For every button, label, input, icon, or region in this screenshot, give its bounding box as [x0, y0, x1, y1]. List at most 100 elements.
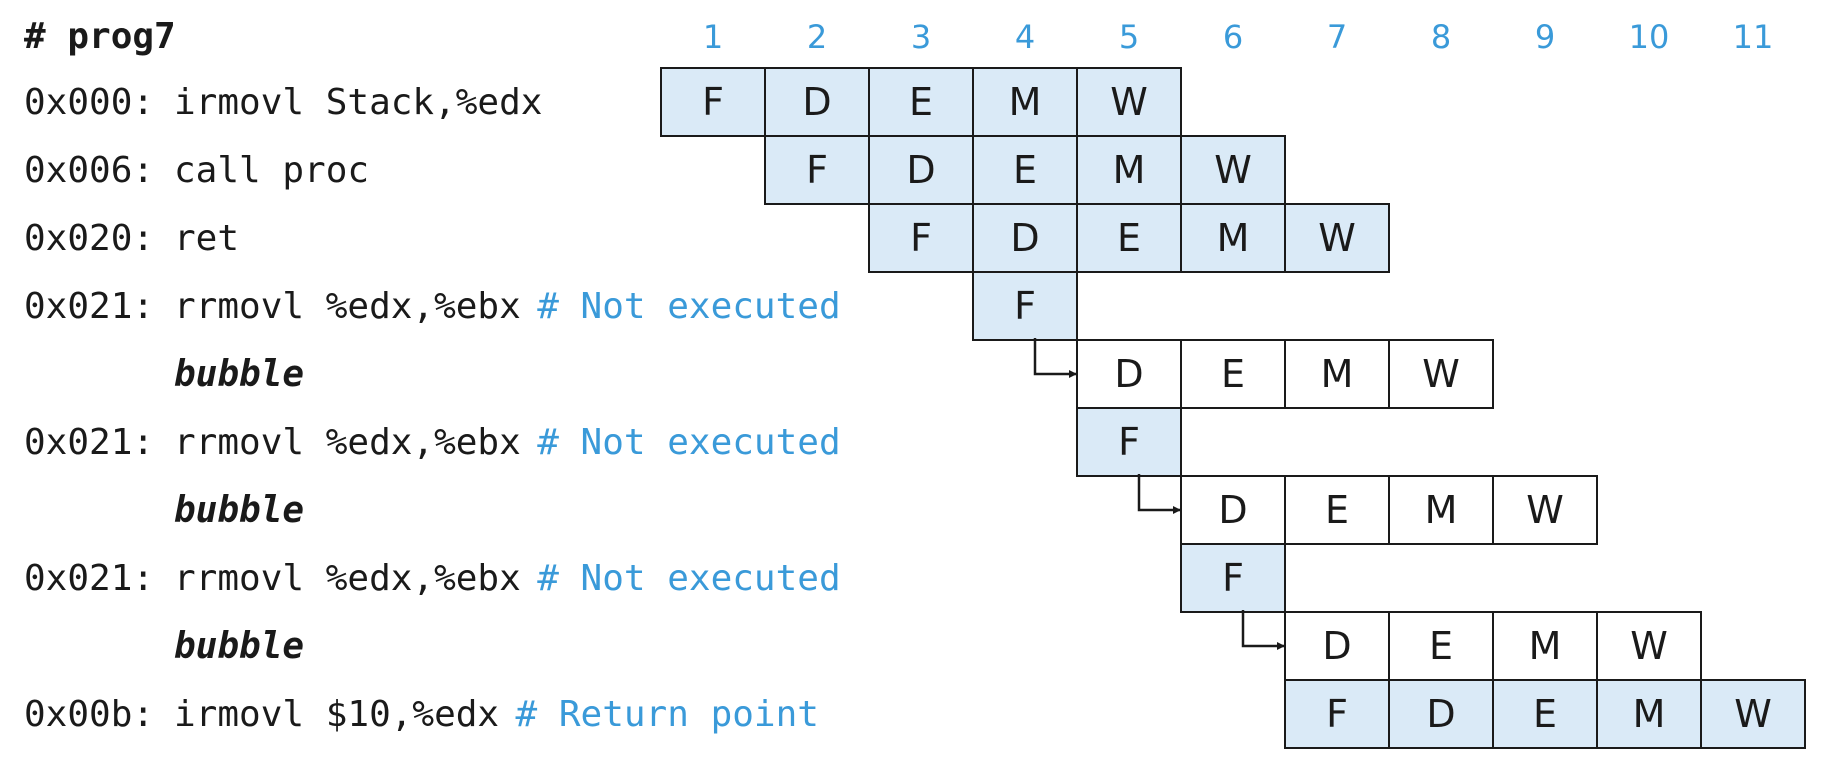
stage-box — [1492, 475, 1598, 545]
stage-label: M — [1009, 80, 1042, 124]
stage-box — [972, 271, 1078, 341]
stage-label: E — [1221, 352, 1245, 396]
stage-cell: F — [764, 135, 870, 205]
stage-box — [1076, 203, 1182, 273]
instruction-row: 0x006: call proc — [24, 150, 369, 191]
stage-cell: M — [1492, 611, 1598, 681]
stage-cell: W — [1076, 67, 1182, 137]
stage-label: W — [1630, 624, 1668, 668]
stage-cell: M — [1076, 135, 1182, 205]
stage-cell: F — [868, 203, 974, 273]
stage-label: E — [1013, 148, 1037, 192]
instruction-text: call proc — [174, 150, 369, 191]
bubble-label: bubble — [174, 354, 304, 395]
stage-cell: W — [1492, 475, 1598, 545]
cycle-number: 2 — [807, 18, 827, 56]
stage-cell: W — [1284, 203, 1390, 273]
stage-box — [1492, 611, 1598, 681]
stage-box — [1388, 611, 1494, 681]
stage-label: E — [1533, 692, 1557, 736]
stage-cell: E — [972, 135, 1078, 205]
bubble-arrow — [1241, 610, 1285, 650]
stage-box — [764, 135, 870, 205]
stage-box — [660, 67, 766, 137]
instruction-text: rrmovl %edx,%ebx — [174, 422, 521, 463]
stage-box — [1284, 203, 1390, 273]
stage-box — [1700, 679, 1806, 749]
bubble-arrow — [1137, 474, 1181, 514]
stage-label: D — [1218, 488, 1247, 532]
instruction-row: 0x000:irmovl Stack,%edx — [24, 82, 542, 123]
stage-box — [1596, 679, 1702, 749]
stage-box — [1284, 339, 1390, 409]
stage-label: W — [1214, 148, 1252, 192]
bubble-label: bubble — [174, 490, 304, 531]
stage-label: D — [906, 148, 935, 192]
stage-cell: D — [868, 135, 974, 205]
stage-box — [1180, 203, 1286, 273]
stage-cell: F — [1076, 407, 1182, 477]
stage-box — [1180, 339, 1286, 409]
stage-label: D — [802, 80, 831, 124]
stage-box — [1284, 611, 1390, 681]
stage-label: D — [1426, 692, 1455, 736]
stage-cell: E — [1180, 339, 1286, 409]
stage-cell: F — [972, 271, 1078, 341]
stage-cell: E — [1284, 475, 1390, 545]
stage-cell: D — [1388, 679, 1494, 749]
bubble-arrow — [1033, 338, 1077, 378]
cycle-number: 6 — [1223, 18, 1243, 56]
stage-box — [764, 67, 870, 137]
cycle-number: 4 — [1015, 18, 1035, 56]
instruction-comment: # Not executed — [537, 558, 840, 599]
stage-cell: D — [1180, 475, 1286, 545]
instruction-text: irmovl Stack,%edx — [174, 82, 542, 123]
instruction-row: bubble — [174, 490, 304, 531]
stage-box — [972, 203, 1078, 273]
program-title: # prog7 — [24, 16, 176, 57]
stage-label: D — [1010, 216, 1039, 260]
stage-cell: F — [1180, 543, 1286, 613]
stage-box — [1284, 475, 1390, 545]
instruction-text: ret — [174, 218, 239, 259]
stage-label: W — [1734, 692, 1772, 736]
stage-cell: D — [1284, 611, 1390, 681]
cycle-number: 1 — [703, 18, 723, 56]
instruction-text: rrmovl %edx,%ebx — [174, 558, 521, 599]
stage-cell: F — [660, 67, 766, 137]
stage-label: W — [1110, 80, 1148, 124]
stage-label: W — [1422, 352, 1460, 396]
cycle-number: 10 — [1629, 18, 1670, 56]
stage-label: E — [1117, 216, 1141, 260]
instruction-row: 0x021:rrmovl %edx,%ebx# Not executed — [24, 558, 841, 599]
stage-label: F — [702, 80, 724, 124]
cycle-number: 11 — [1733, 18, 1774, 56]
instruction-row: 0x021:rrmovl %edx,%ebx# Not executed — [24, 422, 841, 463]
bubble-arrows — [1033, 338, 1285, 650]
stage-label: D — [1322, 624, 1351, 668]
stage-label: D — [1114, 352, 1143, 396]
instruction-row: 0x00b:irmovl $10,%edx# Return point — [24, 694, 819, 735]
stage-box — [1596, 611, 1702, 681]
cycle-number: 3 — [911, 18, 931, 56]
stage-label: F — [1222, 556, 1244, 600]
instruction-comment: # Not executed — [537, 286, 840, 327]
cycle-number: 7 — [1327, 18, 1347, 56]
stage-cell: M — [1180, 203, 1286, 273]
cycle-number: 8 — [1431, 18, 1451, 56]
instruction-row: bubble — [174, 354, 304, 395]
stage-label: M — [1321, 352, 1354, 396]
stage-cell: E — [1492, 679, 1598, 749]
stage-label: E — [1429, 624, 1453, 668]
instruction-row: 0x021:rrmovl %edx,%ebx# Not executed — [24, 286, 841, 327]
cycle-number: 5 — [1119, 18, 1139, 56]
stage-box — [1180, 135, 1286, 205]
stage-label: F — [910, 216, 932, 260]
instruction-comment: # Not executed — [537, 422, 840, 463]
instruction-address: 0x006: — [24, 150, 154, 191]
stage-label: M — [1113, 148, 1146, 192]
bubble-label: bubble — [174, 626, 304, 667]
stage-label: F — [1326, 692, 1348, 736]
